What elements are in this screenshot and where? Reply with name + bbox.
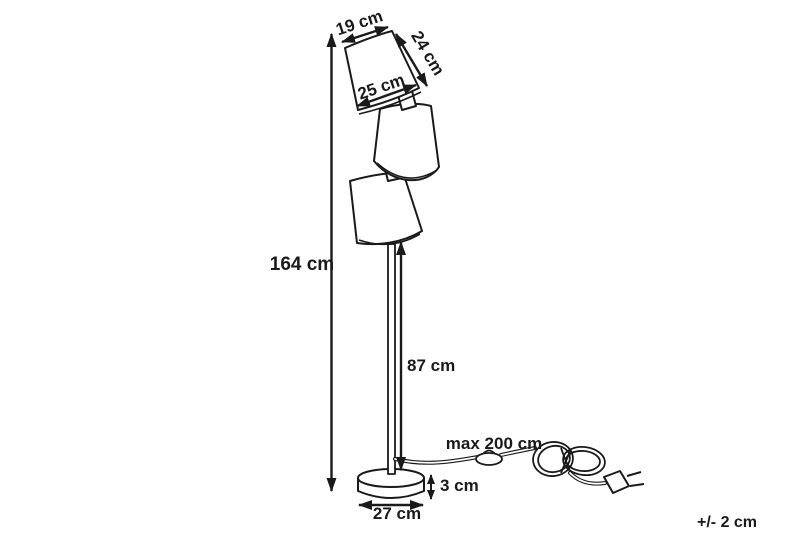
- label-base-height: 3 cm: [440, 476, 479, 495]
- lamp-pole: [387, 243, 396, 475]
- middle-lampshade-rim: [376, 162, 438, 179]
- cord-coil: [532, 441, 607, 486]
- label-tolerance: +/- 2 cm: [697, 514, 757, 531]
- dim-arrow-shade-bottom: [356, 83, 417, 108]
- dim-arrow-shade-slant: [394, 33, 429, 87]
- plug-prong-top: [626, 471, 642, 477]
- cord-switch: [475, 449, 503, 466]
- label-cord-length: max 200 cm: [446, 434, 542, 453]
- plug-prong-bottom: [629, 483, 645, 487]
- label-pole-height: 87 cm: [407, 356, 455, 375]
- label-shade-slant-height: 24 cm: [407, 28, 448, 79]
- dim-arrow-shade-top: [341, 25, 389, 44]
- power-plug: [603, 470, 645, 494]
- label-shade-top-width: 19 cm: [333, 6, 385, 39]
- lamp-base: [357, 468, 425, 499]
- label-base-diameter: 27 cm: [373, 504, 421, 523]
- bottom-lampshade-rim: [358, 233, 421, 246]
- label-total-height: 164 cm: [270, 254, 334, 275]
- bottom-lampshade: [349, 171, 423, 246]
